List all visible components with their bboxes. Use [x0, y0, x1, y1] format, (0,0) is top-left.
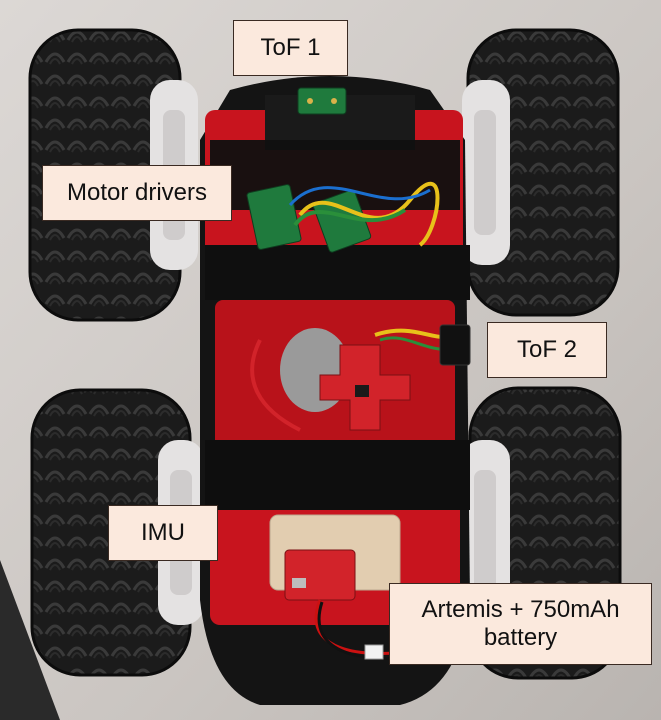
battery-connector — [364, 644, 384, 660]
wheel-front-right — [462, 28, 620, 317]
wires-front — [298, 181, 440, 247]
label-imu: IMU — [108, 505, 218, 561]
tape-band-3 — [205, 440, 470, 510]
tof2-sensor — [439, 324, 471, 366]
label-tof1: ToF 1 — [233, 20, 348, 76]
tof1-board — [297, 87, 347, 115]
wires-middle — [250, 339, 301, 432]
dark-corner — [0, 560, 60, 720]
artemis-board — [284, 549, 356, 601]
label-motor-drivers: Motor drivers — [42, 165, 232, 221]
motor-driver-board-1 — [246, 184, 302, 250]
tape-band-2 — [205, 245, 470, 300]
label-artemis-battery: Artemis + 750mAh battery — [389, 583, 652, 665]
label-tof2: ToF 2 — [487, 322, 607, 378]
